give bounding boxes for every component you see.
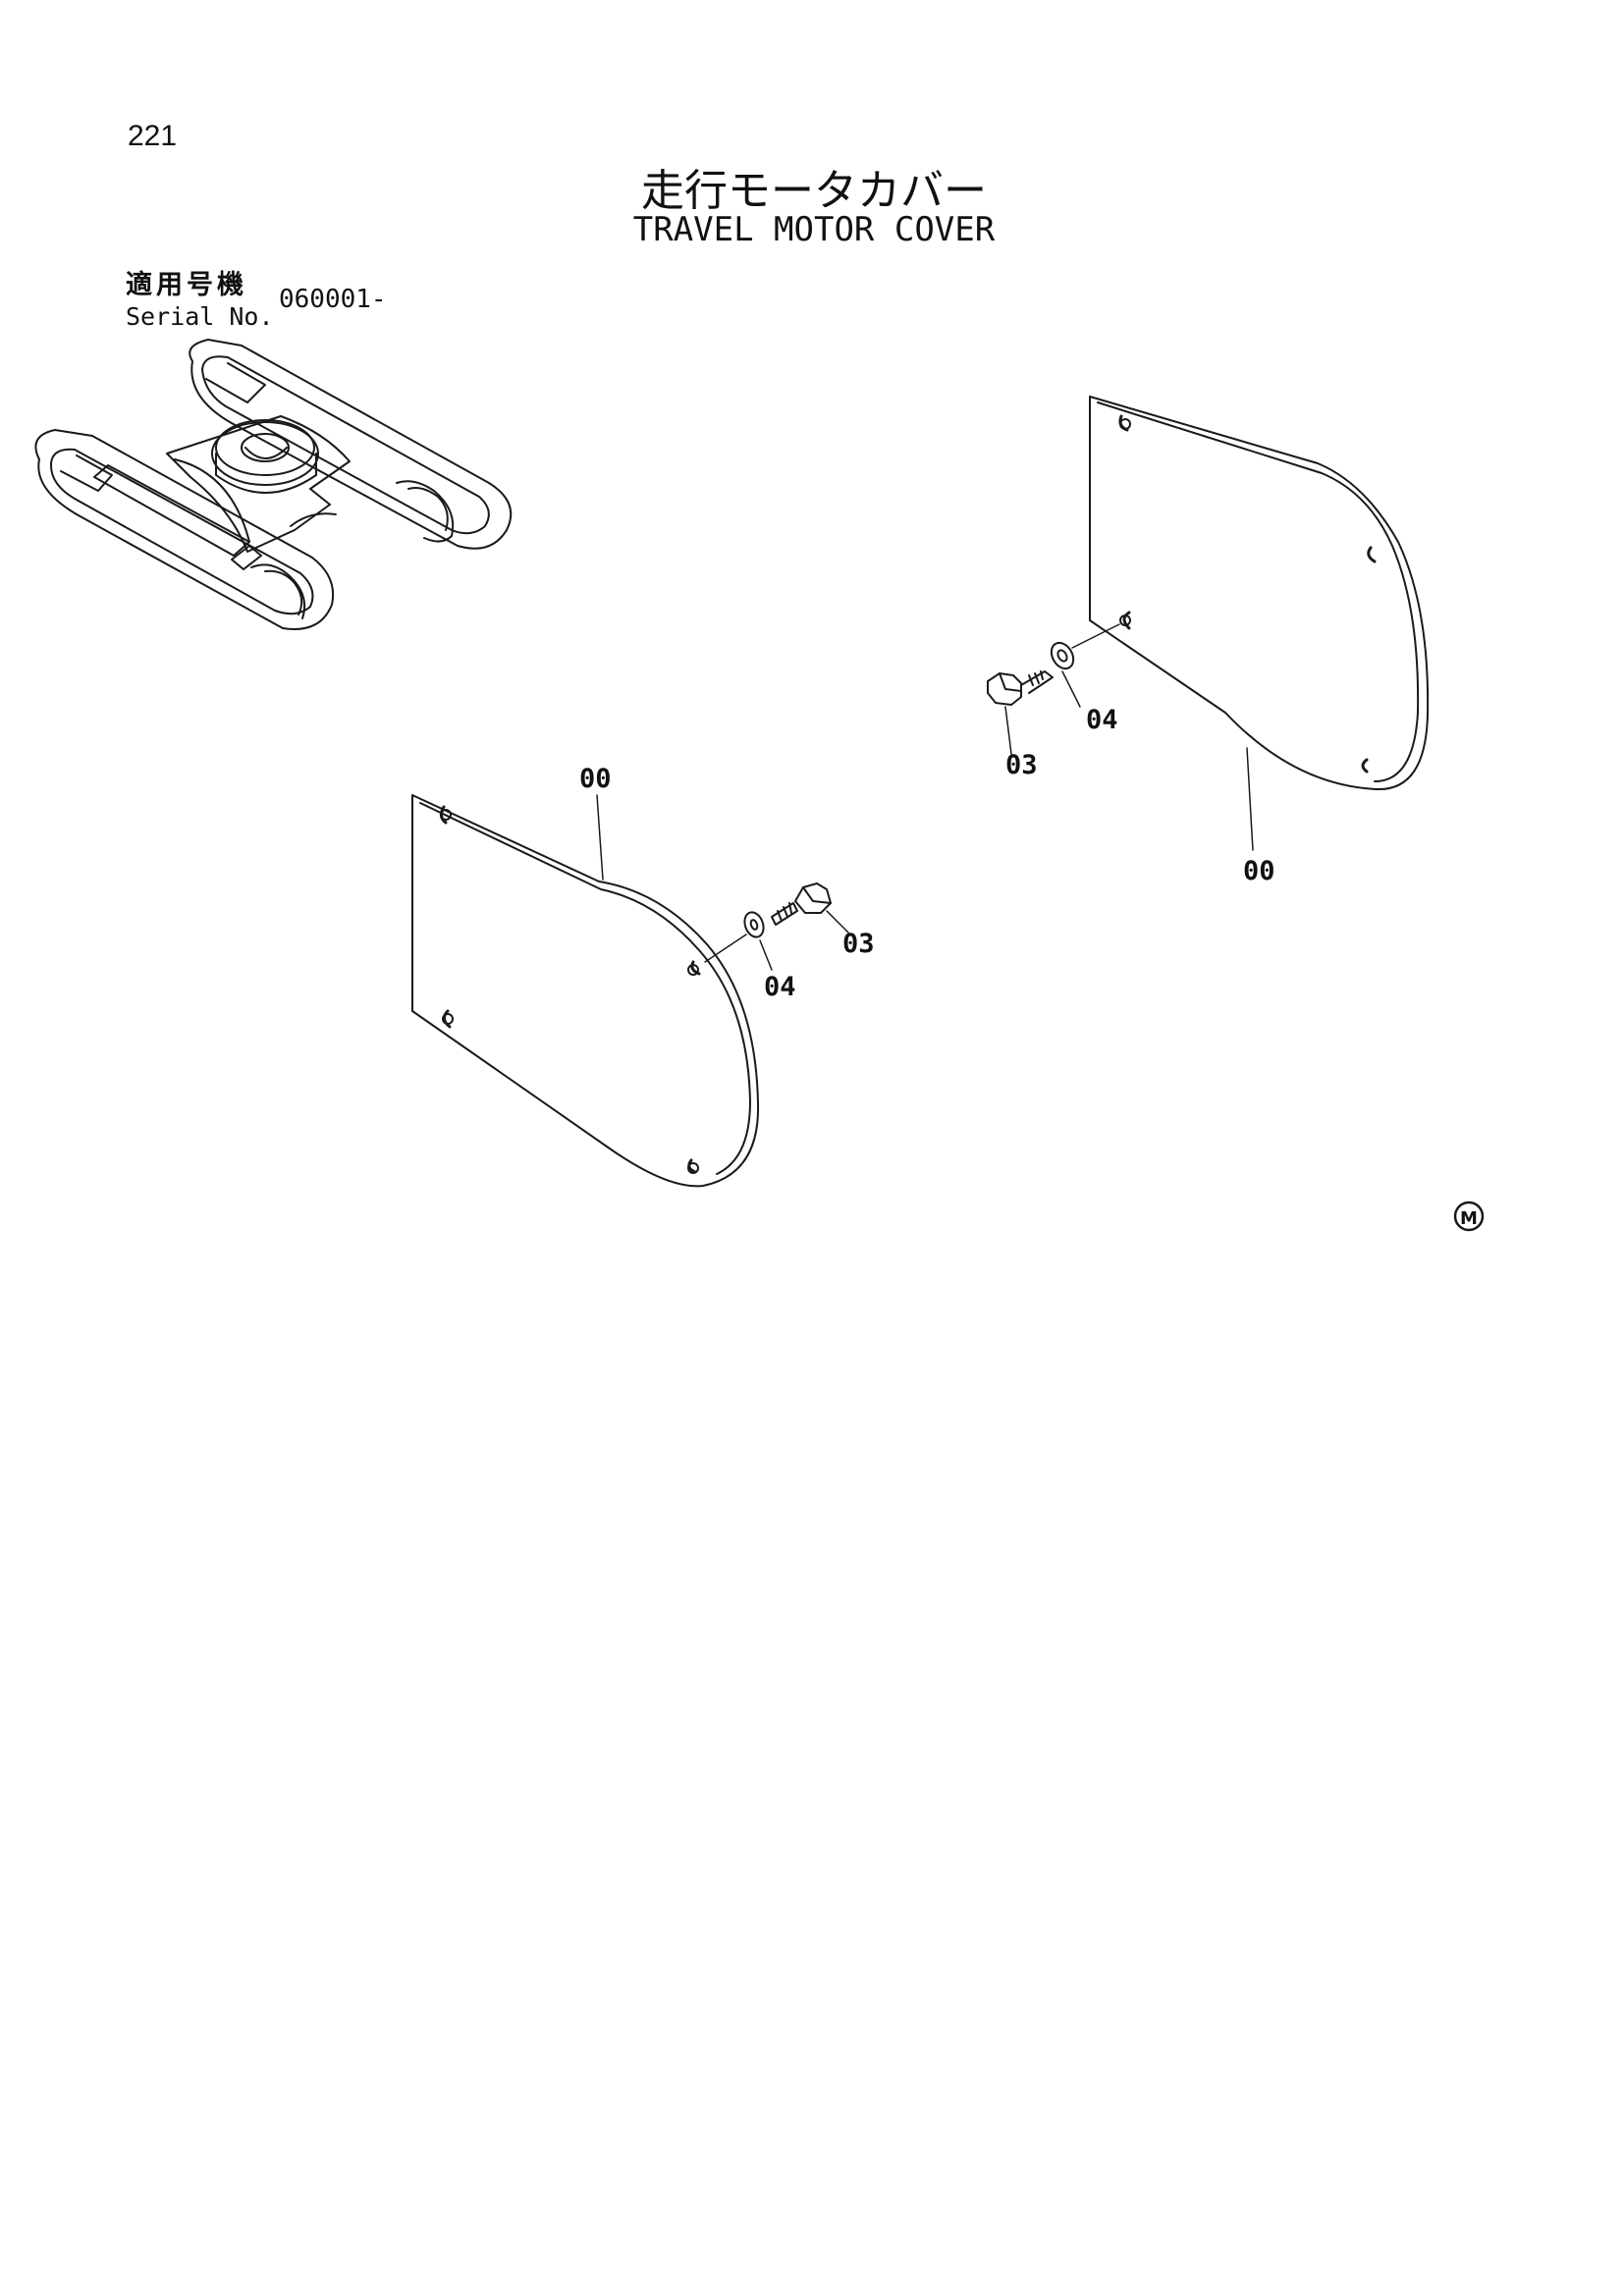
right-leader-lines: [1004, 623, 1254, 851]
m-mark: [1453, 1201, 1485, 1232]
left-bolt: [771, 882, 832, 926]
serial-number-value: 060001-: [279, 285, 387, 314]
m-mark-letter: M: [1460, 1208, 1478, 1229]
page-number: 221: [128, 120, 178, 152]
callout-washer-left: 04: [764, 972, 796, 1002]
callout-bolt-right: 03: [1005, 750, 1038, 780]
title-japanese: 走行モータカバー: [641, 166, 987, 216]
serial-label-english: Serial No.: [126, 302, 274, 331]
callout-washer-right: 04: [1086, 705, 1118, 735]
right-bolt: [987, 670, 1054, 706]
left-leader-lines: [596, 794, 849, 971]
callout-bolt-left: 03: [842, 929, 875, 959]
title-english: TRAVEL MOTOR COVER: [632, 210, 996, 249]
left-washer: [743, 911, 765, 938]
left-cover-plate: [411, 794, 760, 1188]
right-cover-plate: [1089, 396, 1430, 791]
callout-cover-left: 00: [579, 764, 612, 794]
right-washer: [1050, 641, 1075, 670]
serial-label-japanese: 適用号機: [126, 270, 247, 300]
callout-cover-right: 00: [1243, 856, 1275, 886]
undercarriage-thumbnail: [34, 339, 513, 630]
